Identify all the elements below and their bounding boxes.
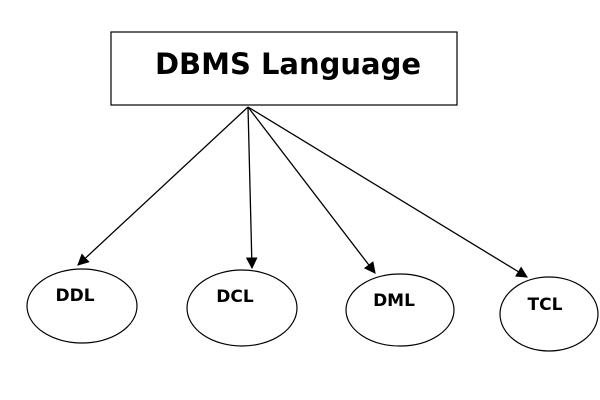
child-node-ddl: DDL [26,268,138,344]
root-node-label: DBMS Language [155,47,421,81]
child-node-ddl-ellipse [26,268,138,344]
arrow-to-ddl [77,106,249,266]
child-node-tcl-label: TCL [528,295,563,315]
child-node-tcl-ellipse [499,276,599,352]
connectors [77,106,528,278]
arrow-to-tcl [247,106,528,278]
arrow-to-dml [247,106,376,274]
root-node: DBMS Language [110,31,458,106]
child-node-dml-ellipse [345,273,455,347]
child-node-dml-label: DML [373,291,415,311]
child-node-ddl-label: DDL [55,286,94,306]
child-node-dcl-label: DCL [216,287,254,307]
child-node-dcl: DCL [186,269,298,347]
child-node-dml: DML [345,273,455,347]
child-node-dcl-ellipse [186,269,298,347]
arrow-to-dcl [245,106,258,270]
root-node-box [110,31,458,106]
child-node-tcl: TCL [499,276,599,352]
